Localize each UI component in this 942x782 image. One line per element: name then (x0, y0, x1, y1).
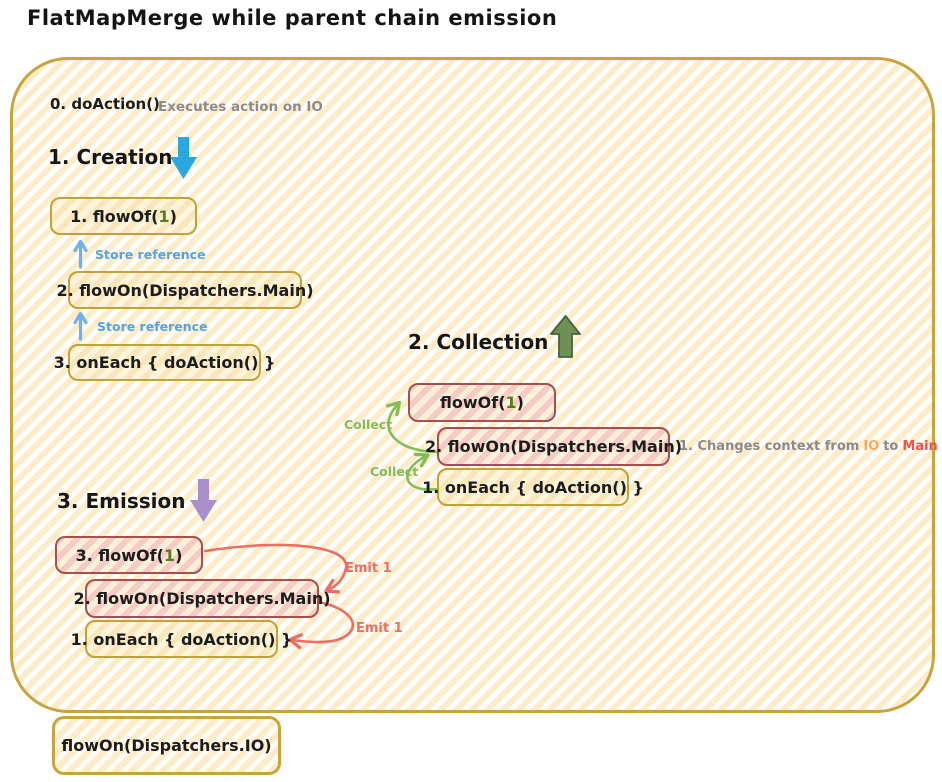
emission-box-flowon: 2. flowOn(Dispatchers.Main) (73, 579, 331, 618)
context-note: 1. Changes context from IO to Main (679, 439, 938, 454)
collect-label: Collect (344, 417, 393, 432)
green-up-arrow-icon (550, 315, 581, 358)
collection-box-oneach: 1. onEach { doAction() } (422, 468, 644, 506)
creation-box-flowon: 2. flowOn(Dispatchers.Main) (56, 271, 314, 309)
store-reference-label: Store reference (97, 319, 208, 334)
context-note-io: IO (863, 439, 880, 454)
box-label: flowOf( (440, 393, 506, 412)
flow-arg: 1 (163, 545, 176, 565)
context-note-connector: to (883, 439, 899, 454)
emit-label: Emit 1 (345, 561, 392, 576)
collection-box-flowon: 2. flowOn(Dispatchers.Main) (425, 427, 682, 466)
box-label: ) (169, 206, 177, 226)
flow-arg: 1 (505, 393, 517, 412)
flow-arg: 1 (158, 206, 170, 226)
page-title: FlatMapMerge while parent chain emission (27, 6, 558, 30)
flowon-dispatchers-io-box: flowOn(Dispatchers.IO) (52, 716, 281, 775)
box-label: ) (516, 393, 524, 412)
do-action-code: 0. doAction() (50, 95, 160, 113)
emission-box-flowof: 3. flowOf(1) (55, 536, 203, 574)
box-label: 3. flowOf( (75, 545, 164, 565)
creation-box-oneach: 3. onEach { doAction() } (54, 344, 275, 381)
emission-box-oneach: 1. onEach { doAction() } (71, 620, 292, 658)
collection-box-flowof: flowOf(1) (408, 383, 556, 422)
box-label: 1. flowOf( (70, 206, 159, 226)
emission-heading: 3. Emission (57, 489, 186, 513)
context-note-main: Main (902, 439, 938, 454)
do-action-description: Executes action on IO (158, 99, 323, 115)
context-note-prefix: 1. Changes context from (679, 439, 860, 454)
emit-label: Emit 1 (356, 621, 403, 636)
collect-label: Collect (370, 464, 419, 479)
store-reference-label: Store reference (95, 247, 206, 262)
collection-heading: 2. Collection (408, 330, 549, 354)
store-reference-arrow-icon (73, 239, 88, 269)
creation-heading: 1. Creation (48, 145, 173, 169)
purple-down-arrow-icon (190, 479, 217, 522)
store-reference-arrow-icon (73, 311, 88, 341)
creation-box-flowof: 1. flowOf(1) (50, 197, 197, 235)
box-label: ) (175, 545, 183, 565)
blue-down-arrow-icon (170, 137, 197, 179)
